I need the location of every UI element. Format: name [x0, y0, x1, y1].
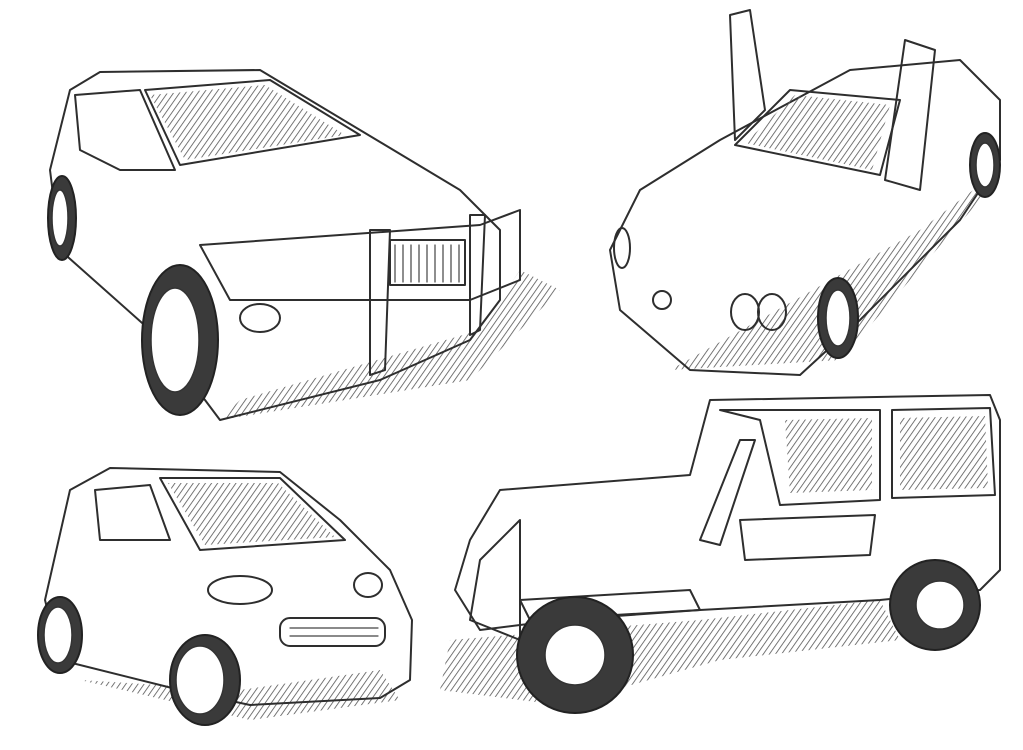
suv-drawing — [47, 69, 560, 421]
city-car-drawing — [37, 467, 413, 726]
sports-car-drawing — [609, 9, 1001, 376]
jeep-drawing — [440, 394, 1001, 714]
